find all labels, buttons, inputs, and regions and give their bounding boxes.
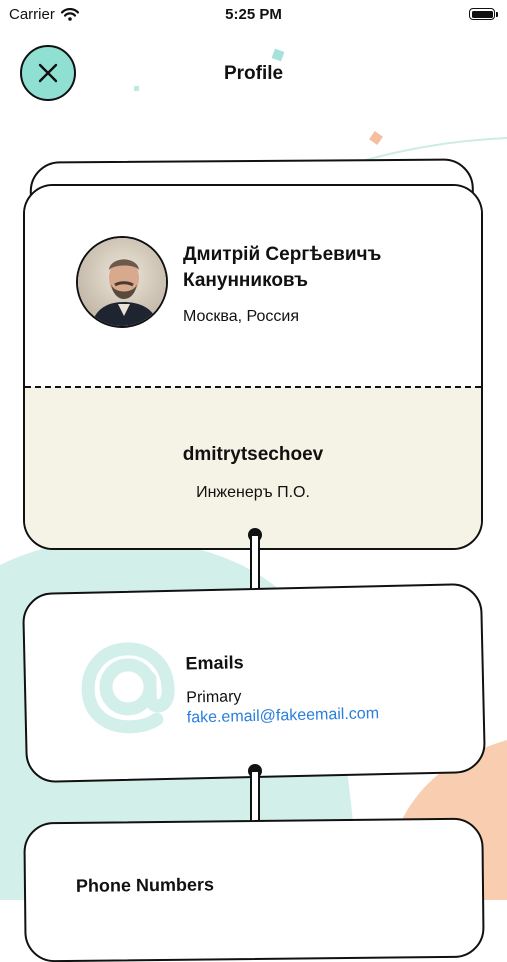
carrier-label: Carrier <box>9 6 55 23</box>
page-title: Profile <box>223 63 284 84</box>
role-title: Инженеръ П.О. <box>196 484 310 501</box>
profile-location: Москва, Россия <box>183 308 299 325</box>
emails-card: Emails Primary fake.email@fakeemail.com <box>21 582 487 784</box>
close-button[interactable] <box>20 45 76 101</box>
status-bar: Carrier 5:25 PM <box>0 0 507 30</box>
profile-name-line1: Дмитрій Сергѣевичъ <box>183 244 382 265</box>
wifi-icon <box>60 8 79 21</box>
avatar <box>76 236 168 328</box>
profile-card-bottom <box>25 387 481 548</box>
phones-card: Phone Numbers <box>23 817 485 962</box>
profile-name: Дмитрій Сергѣевичъ Канунниковъ <box>183 242 463 294</box>
username: dmitrytsechoev <box>182 444 324 465</box>
close-icon <box>38 63 58 83</box>
profile-card: Дмитрій Сергѣевичъ Канунниковъ Москва, Р… <box>23 184 483 550</box>
tear-divider <box>25 386 481 388</box>
profile-card-top: Дмитрій Сергѣевичъ Канунниковъ Москва, Р… <box>25 186 481 387</box>
status-left: Carrier <box>9 6 79 23</box>
phones-title: Phone Numbers <box>75 874 215 896</box>
emails-title: Emails <box>185 652 244 674</box>
email-link[interactable]: fake.email@fakeemail.com <box>186 705 380 727</box>
battery-icon <box>469 8 498 20</box>
profile-name-line2: Канунниковъ <box>183 270 308 291</box>
status-time: 5:25 PM <box>225 6 282 23</box>
email-label: Primary <box>186 688 242 707</box>
at-sign-icon <box>81 642 175 734</box>
